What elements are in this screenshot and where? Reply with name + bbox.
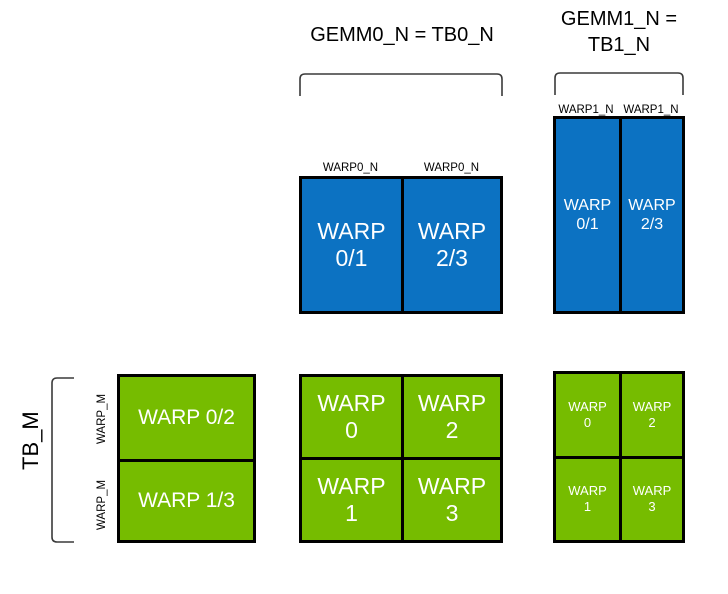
gemm0-brace	[298, 70, 504, 98]
green-middle-row-1: WARP 1 WARP 3	[302, 457, 500, 540]
green-middle-cell-0: WARP 0	[302, 377, 401, 457]
green-right-block: WARP 0 WARP 2 WARP 1 WARP 3	[553, 371, 685, 543]
green-right-row-0: WARP 0 WARP 2	[556, 374, 682, 456]
green-left-block: WARP 0/2 WARP 1/3	[117, 374, 256, 543]
gemm1-brace	[553, 69, 685, 97]
green-right-cell-0: WARP 0	[556, 374, 619, 456]
gemm0-blue-cell-0: WARP 0/1	[302, 179, 401, 311]
tbm-brace	[44, 376, 76, 544]
tbm-label: TB_M	[18, 411, 43, 470]
warp-m-label-bottom: WARP_M	[96, 479, 108, 530]
green-right-cell-2: WARP 1	[556, 458, 619, 540]
gemm0-blue-block: WARP 0/1 WARP 2/3	[299, 176, 503, 314]
gemm0-blue-cell-1: WARP 2/3	[401, 179, 500, 311]
warp0n-label-right: WARP0_N	[423, 162, 480, 174]
gemm1-blue-cell-0: WARP 0/1	[556, 119, 619, 311]
gemm0-heading: GEMM0_N = TB0_N	[310, 24, 494, 46]
green-middle-cell-2: WARP 1	[302, 460, 401, 540]
green-left-cell-1: WARP 1/3	[120, 458, 253, 540]
gemm1-blue-cell-1: WARP 2/3	[619, 119, 682, 311]
warp1n-label-left: WARP1_N	[558, 104, 614, 116]
green-middle-block: WARP 0 WARP 2 WARP 1 WARP 3	[299, 374, 503, 543]
green-right-row-1: WARP 1 WARP 3	[556, 455, 682, 540]
warp0n-label-left: WARP0_N	[322, 162, 379, 174]
green-middle-cell-1: WARP 2	[401, 377, 500, 457]
warp-m-label-top: WARP_M	[96, 393, 108, 444]
green-right-cell-3: WARP 3	[619, 458, 682, 540]
warp1n-label-right: WARP1_N	[623, 104, 679, 116]
gemm1-blue-block: WARP 0/1 WARP 2/3	[553, 116, 685, 314]
green-right-cell-1: WARP 2	[619, 374, 682, 456]
green-middle-row-0: WARP 0 WARP 2	[302, 377, 500, 457]
gemm1-heading: GEMM1_N = TB1_N	[560, 8, 678, 56]
green-middle-cell-3: WARP 3	[401, 460, 500, 540]
green-left-cell-0: WARP 0/2	[120, 377, 253, 459]
